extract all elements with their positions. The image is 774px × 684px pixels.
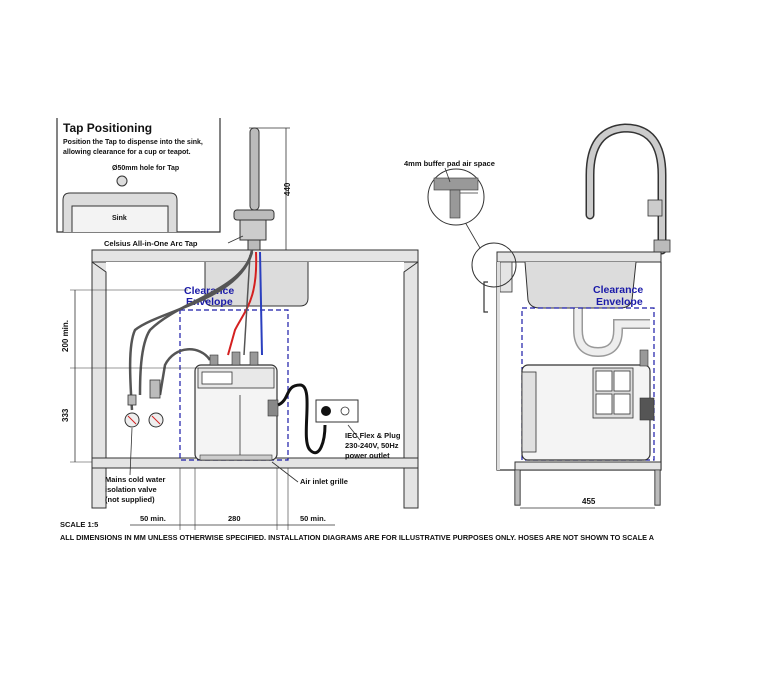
buffer-detail-circle — [471, 242, 517, 288]
benchtop — [91, 249, 419, 263]
valve-label-2: isolation valve — [105, 485, 157, 494]
braided-hose-1 — [138, 249, 254, 396]
buffer-pad-label: 4mm buffer pad air space — [404, 159, 495, 168]
scale-label: SCALE 1:5 — [60, 520, 98, 529]
plug-label-3: power outlet — [345, 451, 390, 460]
power-outlet-icon — [315, 399, 359, 423]
front-view: Tap Positioning Position the Tap to disp… — [56, 118, 419, 530]
disclaimer-text: ALL DIMENSIONS IN MM UNLESS OTHERWISE SP… — [60, 533, 655, 542]
sink-label: Sink — [112, 215, 127, 222]
valve-label-1: Mains cold water — [105, 475, 166, 484]
dim-depth: 455 — [582, 497, 596, 506]
boiler-unit-icon — [194, 351, 279, 461]
valve-label-3: (not supplied) — [105, 495, 155, 504]
cabinet-left-wall — [91, 261, 107, 509]
dim-top-clearance: 200 min. — [61, 320, 70, 352]
tap-name-label: Celsius All-in-One Arc Tap — [104, 239, 198, 248]
tap-hole-icon — [116, 175, 128, 187]
cold-hose — [259, 251, 263, 356]
dim-unit-height: 333 — [61, 408, 70, 422]
hot-hose — [227, 251, 258, 356]
cabinet-right-wall — [403, 261, 419, 509]
braided-hose-2 — [128, 251, 254, 411]
tap-positioning-title: Tap Positioning — [63, 121, 152, 135]
power-cord — [277, 383, 327, 454]
air-inlet-label: Air inlet grille — [300, 477, 348, 486]
side-boiler-icon — [521, 349, 655, 461]
dim-unit-width: 280 — [228, 514, 241, 523]
sink-bowl — [204, 262, 309, 307]
side-tap-icon — [585, 123, 667, 255]
side-clearance-label-2: Envelope — [596, 296, 643, 308]
tap-icon — [233, 127, 290, 251]
tap-hole-label: Ø50mm hole for Tap — [112, 165, 179, 172]
tap-positioning-desc-2: allowing clearance for a cup or teapot. — [63, 149, 191, 156]
dim-left-gap: 50 min. — [140, 514, 166, 523]
dim-tap-height: 440 — [283, 182, 292, 196]
side-view: Clearance Envelope 4mm buffer pad air sp… — [404, 123, 671, 509]
dim-right-gap: 50 min. — [300, 514, 326, 523]
tap-positioning-inset: Tap Positioning Position the Tap to disp… — [56, 118, 221, 233]
plug-label-1: IEC Flex & Plug — [345, 431, 401, 440]
isolation-valve-icon — [124, 379, 164, 428]
side-clearance-label-1: Clearance — [593, 284, 643, 296]
tap-positioning-desc-1: Position the Tap to dispense into the si… — [63, 139, 203, 146]
plug-label-2: 230-240V, 50Hz — [345, 441, 399, 450]
